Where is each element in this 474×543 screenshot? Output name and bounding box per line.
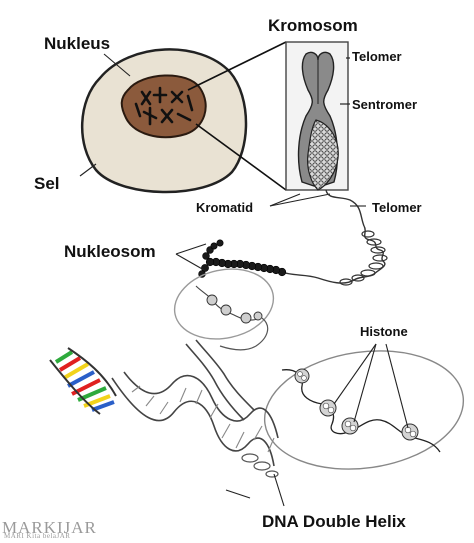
watermark-tagline: MARI Kita belaJAR xyxy=(4,532,71,540)
linker-dna xyxy=(219,317,269,351)
label-kromosom: Kromosom xyxy=(268,16,358,35)
label-sel: Sel xyxy=(34,174,60,193)
label-kromatid: Kromatid xyxy=(196,200,254,215)
base-pair-ladder xyxy=(49,347,117,415)
label-telomer-top: Telomer xyxy=(352,49,402,64)
dna-helix-pointers xyxy=(225,473,285,507)
nukleosom-pointers xyxy=(175,243,207,271)
histone-pointers xyxy=(333,343,409,429)
solenoid-fibre xyxy=(198,239,287,278)
label-nukleus: Nukleus xyxy=(44,34,111,53)
label-telomer-bottom: Telomer xyxy=(372,200,422,215)
dna-helix xyxy=(111,339,279,478)
label-histone: Histone xyxy=(360,324,408,339)
nucleus xyxy=(120,74,207,139)
kromatid-pointers xyxy=(269,193,331,207)
chromosome-panel xyxy=(285,41,350,191)
beads-on-string-small xyxy=(173,268,275,340)
label-nukleosom: Nukleosom xyxy=(64,242,156,261)
label-sentromer: Sentromer xyxy=(352,97,418,112)
watermark-brand: MARKIJAR xyxy=(2,518,97,537)
histone-detail-oval xyxy=(263,350,465,470)
label-pointers xyxy=(79,53,366,207)
chromatin-fibre xyxy=(281,189,388,286)
label-dna-double-helix: DNA Double Helix xyxy=(262,512,406,531)
zoom-lines-nucleus xyxy=(187,41,287,191)
